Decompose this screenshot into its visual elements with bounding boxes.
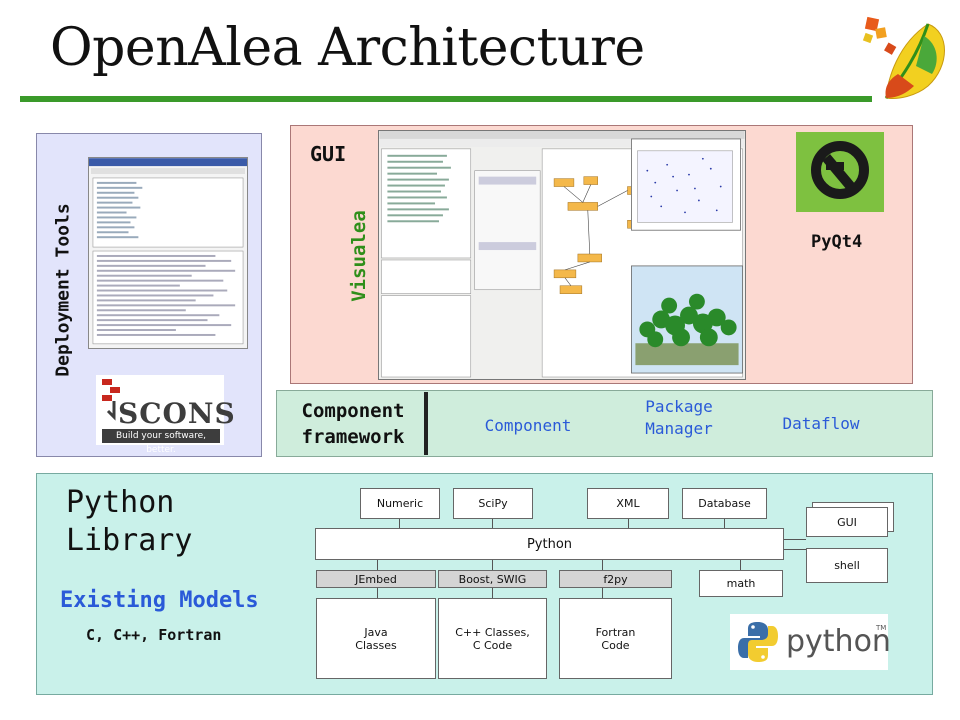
connector-line	[740, 560, 741, 570]
page-title: OpenAlea Architecture	[50, 18, 645, 78]
connector-line	[602, 560, 603, 570]
pyqt4-label: PyQt4	[811, 232, 863, 252]
python-logo-tm: TM	[876, 624, 887, 632]
java-classes-box: Java Classes	[316, 598, 436, 679]
scons-bricks-icon	[102, 379, 120, 421]
database-box: Database	[682, 488, 767, 519]
component-item: Component	[484, 416, 572, 435]
component-framework-divider	[424, 392, 428, 455]
scons-logo: SCONS Build your software, better.	[96, 375, 235, 455]
fortran-code-box: Fortran Code	[559, 598, 672, 679]
title-underline	[20, 96, 872, 102]
connector-line	[377, 588, 378, 598]
connector-line	[784, 539, 806, 540]
existing-models-label: Existing Models	[60, 588, 259, 613]
component-framework-label: Component framework	[301, 400, 405, 448]
connector-line	[628, 519, 629, 528]
connector-line	[492, 519, 493, 528]
boost-swig-box: Boost, SWIG	[438, 570, 547, 588]
gui-label: GUI	[310, 142, 347, 166]
deployment-tools-label: Deployment Tools	[52, 203, 74, 377]
dataflow-item: Dataflow	[782, 414, 860, 433]
installer-screenshot	[88, 157, 248, 349]
shell-box: shell	[806, 548, 888, 583]
scipy-box: SciPy	[453, 488, 533, 519]
connector-line	[784, 549, 806, 550]
languages-label: C, C++, Fortran	[86, 626, 222, 644]
python-core-box: Python	[315, 528, 784, 560]
package-manager-item: Package Manager	[645, 397, 713, 438]
xml-box: XML	[587, 488, 669, 519]
f2py-box: f2py	[559, 570, 672, 588]
connector-line	[602, 588, 603, 598]
connector-line	[724, 519, 725, 528]
visualea-screenshot	[378, 130, 746, 380]
gui-box: GUI	[806, 507, 888, 537]
connector-line	[377, 560, 378, 570]
openalea-leaf-logo	[862, 16, 945, 99]
python-library-label: Python Library	[66, 485, 193, 558]
connector-line	[492, 560, 493, 570]
visualea-label: Visualea	[348, 210, 370, 302]
jembed-box: JEmbed	[316, 570, 436, 588]
connector-line	[399, 519, 400, 528]
cpp-classes-box: C++ Classes, C Code	[438, 598, 547, 679]
numeric-box: Numeric	[360, 488, 440, 519]
component-framework-panel	[276, 390, 933, 457]
python-snake-icon	[738, 622, 778, 662]
qt-logo	[796, 132, 884, 212]
python-logo: python TM	[730, 614, 891, 670]
connector-line	[492, 588, 493, 598]
math-box: math	[699, 570, 783, 597]
